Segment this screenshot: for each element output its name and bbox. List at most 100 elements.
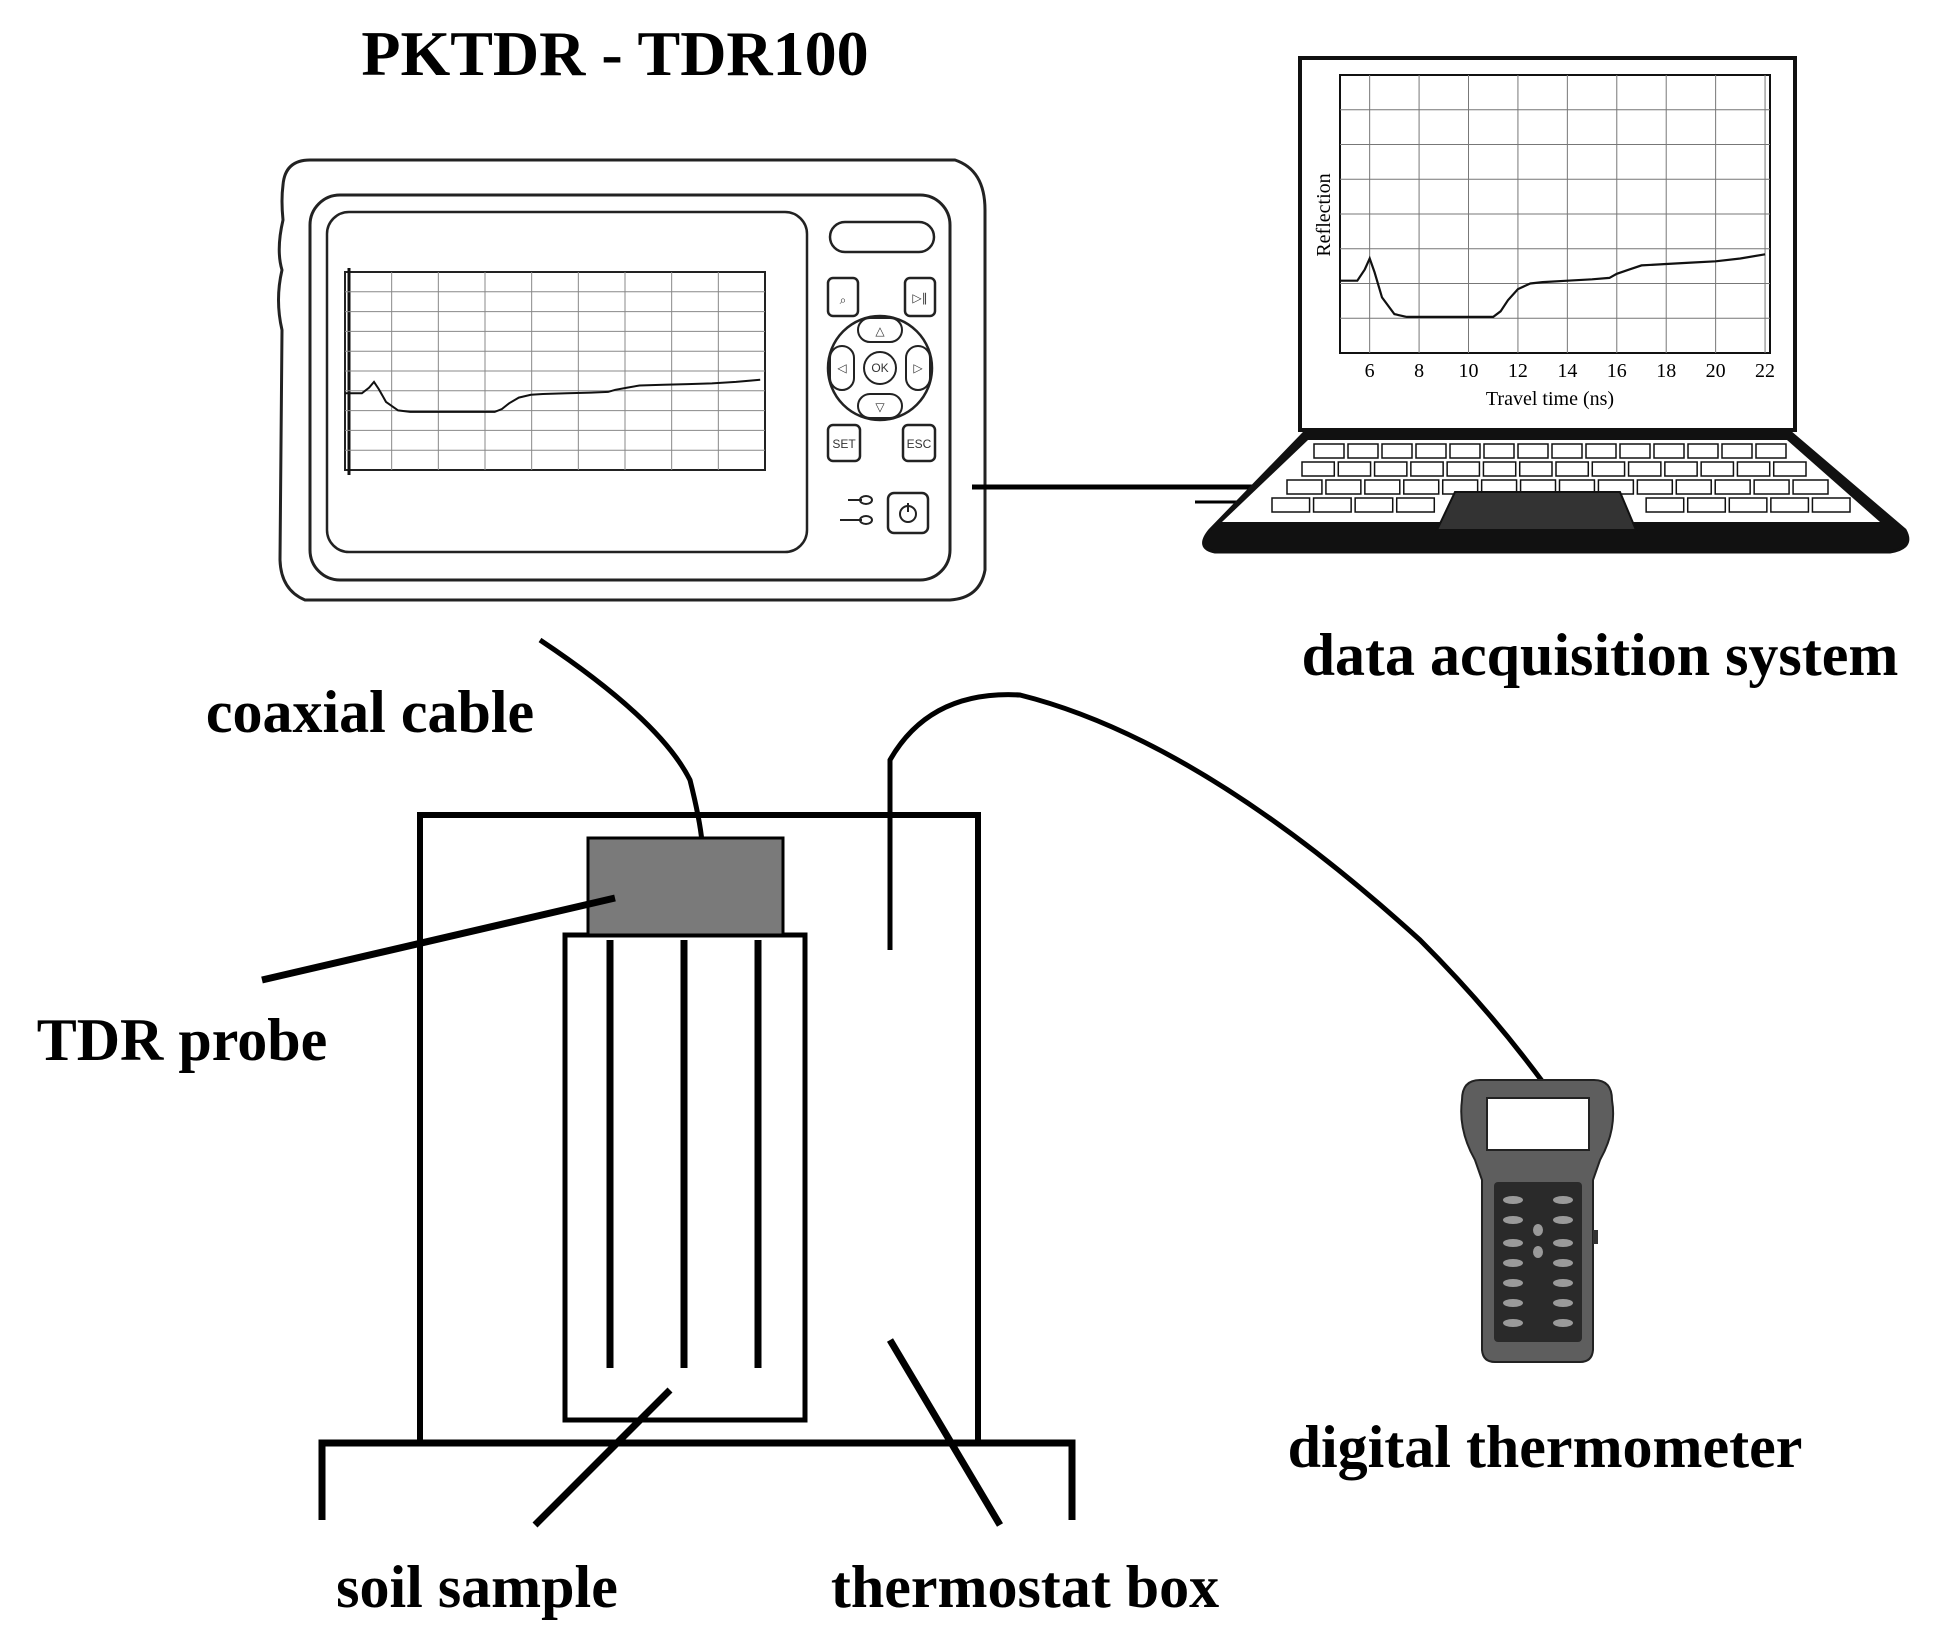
x-tick-label: 10 [1459, 360, 1479, 382]
thermostat-box-walls [417, 812, 981, 1440]
thermometer-side-port [1593, 1230, 1598, 1244]
keyboard-key[interactable] [1395, 497, 1436, 513]
keyboard-key[interactable] [1347, 443, 1379, 459]
thermometer-key[interactable] [1553, 1259, 1573, 1267]
down-arrow-icon: ▽ [875, 400, 885, 414]
keyboard-key[interactable] [1755, 443, 1787, 459]
x-tick-label: 22 [1755, 360, 1775, 382]
keyboard-key[interactable] [1483, 443, 1515, 459]
keyboard-key[interactable] [1271, 497, 1311, 513]
keyboard-key[interactable] [1664, 461, 1698, 477]
keyboard-key[interactable] [1410, 461, 1444, 477]
x-axis-label: Travel time (ns) [1486, 388, 1614, 410]
thermometer-key[interactable] [1503, 1279, 1523, 1287]
magnifier-icon: ⌕ [840, 293, 847, 307]
keyboard-key[interactable] [1301, 461, 1336, 477]
keyboard-key[interactable] [1636, 479, 1674, 495]
keyboard-key[interactable] [1555, 461, 1590, 477]
keyboard-key[interactable] [1753, 479, 1790, 495]
keyboard-key[interactable] [1700, 461, 1735, 477]
keyboard-key[interactable] [1364, 479, 1401, 495]
thermostat-box-leader [886, 1338, 1004, 1527]
keyboard-key[interactable] [1403, 479, 1440, 495]
keyboard-key[interactable] [1517, 443, 1549, 459]
soil-sample-leader [532, 1387, 673, 1528]
keyboard-key[interactable] [1686, 497, 1727, 513]
thermometer-nav-key[interactable] [1533, 1246, 1543, 1258]
keyboard-key[interactable] [1811, 497, 1851, 513]
keyboard-key[interactable] [1772, 461, 1807, 477]
keyboard-key[interactable] [1675, 479, 1712, 495]
dpad-up-button[interactable] [857, 317, 903, 343]
keyboard-key[interactable] [1728, 497, 1768, 513]
digital-thermometer [1460, 1079, 1615, 1363]
keyboard-key[interactable] [1591, 461, 1626, 477]
thermometer-key[interactable] [1503, 1299, 1523, 1307]
thermometer-key[interactable] [1553, 1216, 1573, 1224]
tdr-dpad: △ ▽ ◁ ▷ OK [826, 314, 934, 422]
thermometer-key[interactable] [1553, 1319, 1573, 1327]
esc-button-label: ESC [907, 437, 932, 451]
thermometer-key[interactable] [1503, 1196, 1523, 1204]
tdr-indicator-leds [840, 495, 873, 525]
tdr-top-button[interactable] [828, 220, 936, 254]
laptop-touchpad[interactable] [1435, 491, 1638, 531]
data-acquisition-label: data acquisition system [1302, 622, 1899, 688]
keyboard-key[interactable] [1653, 443, 1685, 459]
tdr-screen-trace [345, 378, 761, 413]
keyboard-key[interactable] [1585, 443, 1617, 459]
keyboard-key[interactable] [1312, 497, 1352, 513]
coaxial-cable [538, 637, 705, 843]
keyboard-key[interactable] [1551, 443, 1583, 459]
dpad-left-button[interactable] [829, 345, 855, 391]
thermometer-key[interactable] [1553, 1279, 1573, 1287]
keyboard-key[interactable] [1354, 497, 1394, 513]
keyboard-key[interactable] [1482, 461, 1517, 477]
keyboard-key[interactable] [1518, 461, 1553, 477]
tdr-esc-button[interactable] [901, 423, 937, 463]
keyboard-key[interactable] [1792, 479, 1829, 495]
digital-thermometer-label: digital thermometer [1288, 1414, 1803, 1480]
keyboard-key[interactable] [1619, 443, 1651, 459]
keyboard-key[interactable] [1449, 443, 1481, 459]
keyboard-key[interactable] [1721, 443, 1753, 459]
thermometer-key[interactable] [1553, 1299, 1573, 1307]
keyboard-key[interactable] [1381, 443, 1413, 459]
keyboard-key[interactable] [1373, 461, 1408, 477]
tdr-probe-head [586, 836, 785, 937]
thermometer-key[interactable] [1503, 1259, 1523, 1267]
keyboard-key[interactable] [1286, 479, 1323, 495]
keyboard-key[interactable] [1736, 461, 1771, 477]
tdr-set-button[interactable] [826, 423, 862, 463]
y-axis-label: Reflection [1313, 173, 1335, 256]
keyboard-key[interactable] [1645, 497, 1685, 513]
keyboard-key[interactable] [1325, 479, 1362, 495]
thermometer-key[interactable] [1503, 1239, 1523, 1247]
keyboard-key[interactable] [1337, 461, 1372, 477]
keyboard-key[interactable] [1313, 443, 1345, 459]
dpad-down-button[interactable] [857, 393, 903, 419]
keyboard-key[interactable] [1687, 443, 1719, 459]
play-pause-icon: ▷∥ [912, 291, 927, 305]
x-tick-label: 16 [1607, 360, 1627, 382]
thermometer-key[interactable] [1503, 1319, 1523, 1327]
keyboard-key[interactable] [1770, 497, 1810, 513]
tdr-search-button[interactable] [826, 276, 860, 318]
laptop-plot-trace [1340, 253, 1766, 318]
thermometer-key[interactable] [1553, 1239, 1573, 1247]
tdr-mode-button[interactable] [903, 276, 937, 318]
thermometer-key[interactable] [1503, 1216, 1523, 1224]
thermometer-nav-key[interactable] [1533, 1224, 1543, 1236]
keyboard-key[interactable] [1714, 479, 1751, 495]
dpad-ok-button[interactable] [863, 351, 897, 385]
keyboard-key[interactable] [1415, 443, 1447, 459]
keyboard-key[interactable] [1446, 461, 1481, 477]
thermometer-key[interactable] [1553, 1196, 1573, 1204]
tdr-power-button[interactable] [886, 491, 930, 535]
dpad-right-button[interactable] [905, 345, 931, 391]
tdr-probe-rods [606, 940, 762, 1368]
keyboard-key[interactable] [1627, 461, 1662, 477]
